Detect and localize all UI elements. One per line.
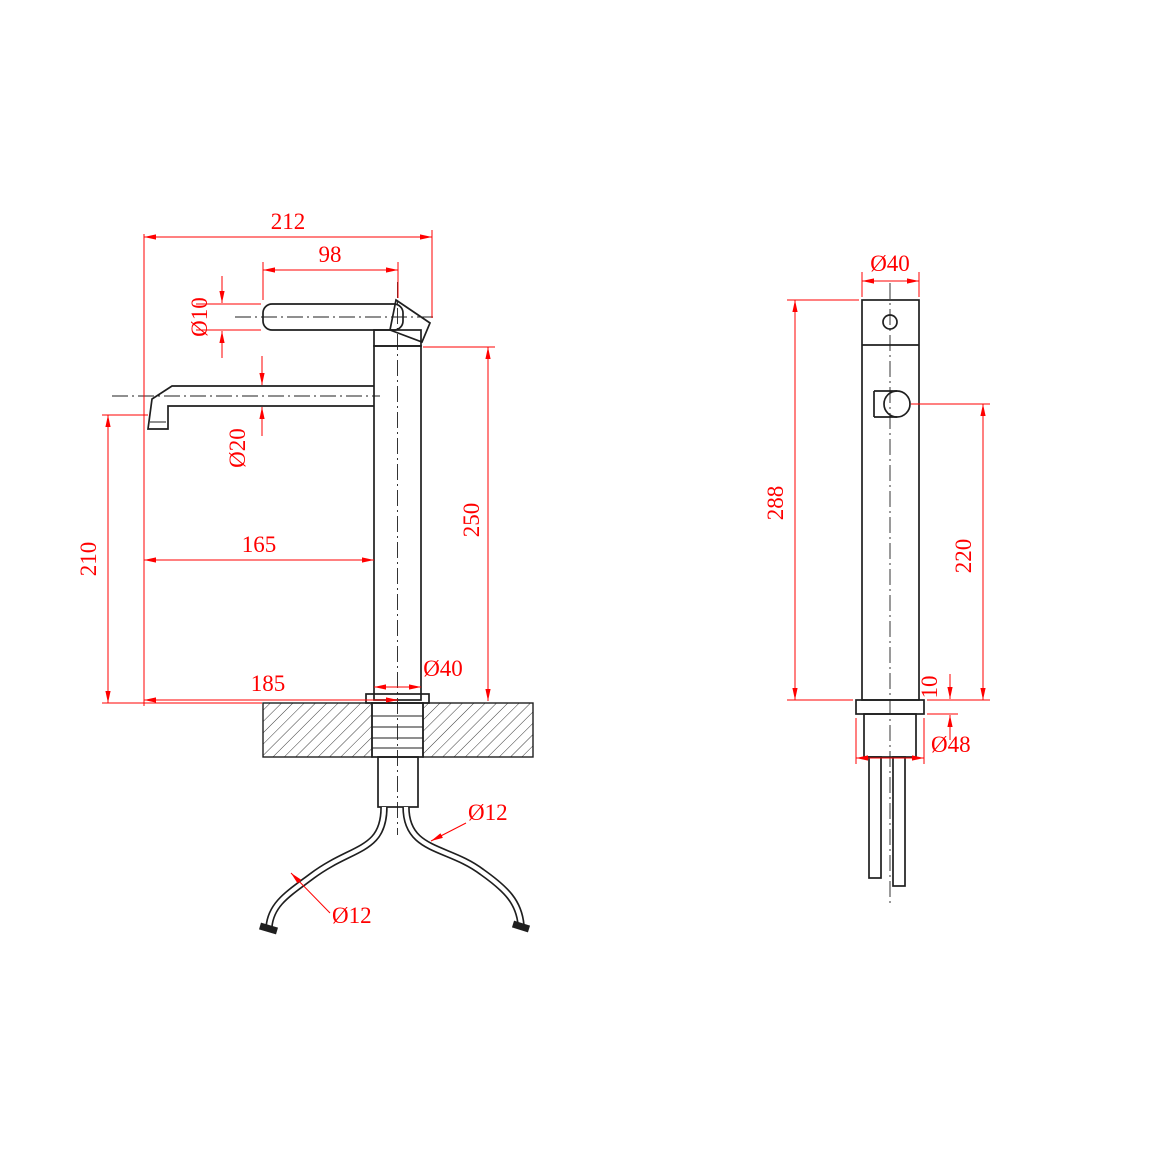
dim-handle-dia: Ø10	[187, 297, 212, 337]
dim-spout-reach: 165	[242, 532, 277, 557]
counter-hatch-left	[262, 702, 373, 758]
front-view: 212 98 Ø10 Ø20 165 210 185	[76, 209, 534, 935]
faucet-body-side	[861, 299, 920, 701]
hose-right-bore	[403, 806, 524, 926]
spout-outlet-circle	[883, 390, 911, 418]
dim-overall-width: 212	[271, 209, 306, 234]
dim-overall-height: 288	[763, 486, 788, 521]
hose-left-bore	[266, 806, 387, 928]
front-dimensions: 212 98 Ø10 Ø20 165 210 185	[76, 209, 508, 928]
dim-hose-dia-left: Ø12	[332, 903, 372, 928]
hose-side-1	[868, 756, 882, 879]
hose-right-end-fitting	[511, 920, 531, 933]
hose-side-2	[892, 756, 906, 887]
side-dimensions: Ø40 288 220 10 Ø48	[763, 251, 990, 764]
handle-cap	[389, 298, 432, 344]
leader-line	[290, 872, 331, 914]
dim-spout-to-base: 220	[951, 539, 976, 574]
dim-body-dia-side: Ø40	[870, 251, 910, 276]
dim-reach-to-axis: 185	[251, 671, 286, 696]
dim-body-dia: Ø40	[423, 656, 463, 681]
dim-body-height: 250	[459, 503, 484, 538]
handle-pivot-hole	[882, 314, 898, 330]
dim-flange-thickness: 10	[917, 676, 942, 699]
dim-hose-dia-right: Ø12	[468, 800, 508, 825]
counter-hatch-right	[422, 702, 534, 758]
hose-left-end-fitting	[259, 922, 278, 935]
leader-line	[430, 822, 467, 842]
dim-spout-dia: Ø20	[225, 428, 250, 468]
side-view: Ø40 288 220 10 Ø48	[763, 251, 990, 905]
lower-shank	[377, 756, 419, 808]
handle-lever	[262, 303, 404, 331]
dim-height-to-spout: 210	[76, 542, 101, 577]
dim-handle-length: 98	[319, 242, 342, 267]
spout	[147, 385, 374, 430]
dim-flange-dia: Ø48	[931, 732, 971, 757]
